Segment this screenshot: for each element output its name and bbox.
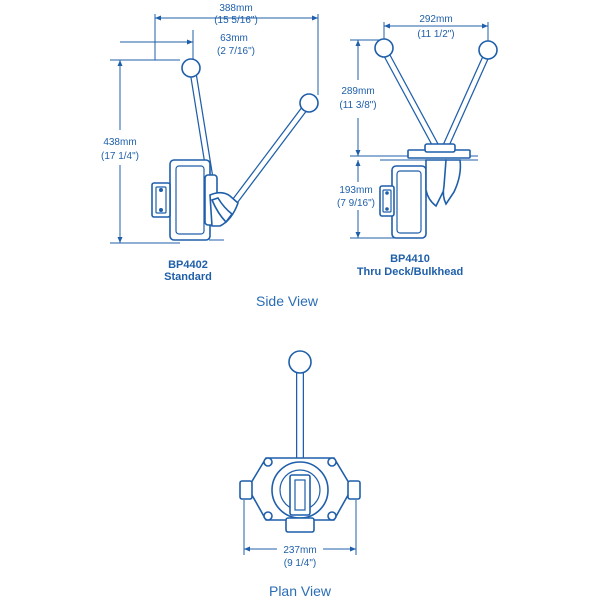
dim-292in-label: (11 1/2") (417, 29, 454, 40)
bp4402-side-drawing (110, 14, 319, 244)
dim-388in-label: (15 5/16") (214, 15, 258, 26)
dim-438in-label: (17 1/4") (101, 151, 139, 162)
v-lever-knob-right (478, 40, 498, 60)
bp4410-side-drawing (350, 22, 498, 239)
plan-port-left (239, 480, 253, 500)
plan-outlet (285, 517, 315, 533)
dim-289mm-label: 289mm (341, 86, 374, 97)
side-view-title: Side View (256, 293, 319, 309)
plan-port-right (347, 480, 361, 500)
dim-289in-label: (11 3/8") (339, 100, 376, 111)
dim-388mm-label: 388mm (219, 3, 252, 14)
lever-knob-left (181, 58, 201, 78)
dim-292mm-label: 292mm (419, 14, 452, 25)
plan-view-drawing (239, 350, 361, 555)
dim-237in-label: (9 1/4") (284, 558, 316, 569)
plan-lever-knob (288, 350, 312, 374)
dim-438mm-label: 438mm (103, 137, 136, 148)
dim-193in-label: (7 9/16") (337, 198, 375, 209)
dim-63in-label: (2 7/16") (217, 46, 255, 57)
lever-knob-right (299, 93, 319, 113)
v-lever-knob-left (374, 38, 394, 58)
model-bp4410-code: BP4410 (390, 253, 430, 265)
model-bp4410-name: Thru Deck/Bulkhead (357, 266, 463, 278)
dim-237mm-label: 237mm (283, 545, 316, 556)
dim-63mm-label: 63mm (220, 33, 248, 44)
model-bp4402-code: BP4402 (168, 259, 208, 271)
model-bp4402-name: Standard (164, 271, 212, 283)
plan-view-title: Plan View (269, 583, 332, 599)
dim-193mm-label: 193mm (339, 185, 372, 196)
